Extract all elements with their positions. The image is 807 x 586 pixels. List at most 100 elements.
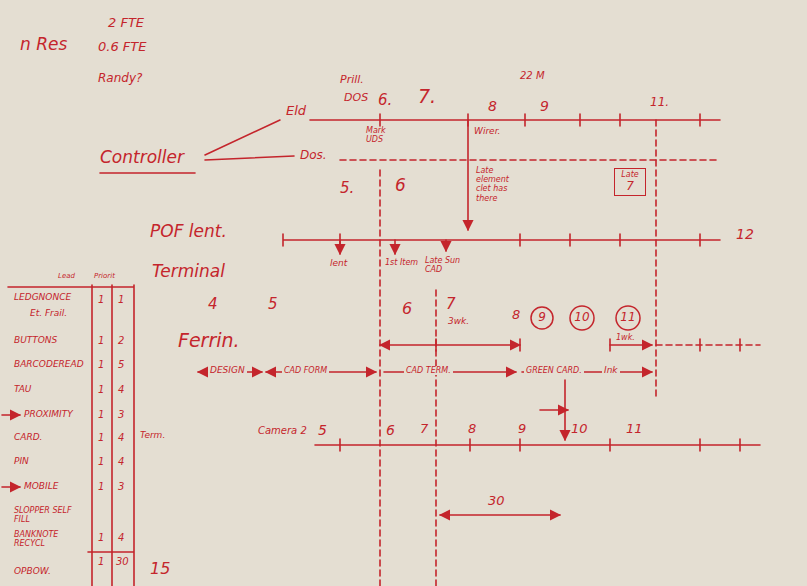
week-number: 7	[446, 296, 456, 313]
arrow	[394, 240, 396, 254]
timeline-mark: 22 M	[520, 70, 545, 82]
circled-number: 10	[569, 305, 595, 331]
timeline	[315, 439, 760, 451]
timeline	[283, 234, 720, 246]
feature-name: PROXIMITY	[24, 409, 73, 419]
underline	[100, 172, 195, 174]
week-number: 10	[571, 422, 588, 437]
node-text: 10	[574, 311, 589, 324]
arrow	[339, 240, 341, 254]
milestone-note: Late element clet has there	[476, 166, 524, 203]
table-cell: 1	[98, 556, 104, 568]
staffing-note: Randy?	[98, 72, 142, 86]
feature-name: Et. Frail.	[30, 308, 67, 318]
week-number: 5.	[340, 180, 354, 197]
circle-outline	[531, 307, 553, 329]
timeline	[656, 344, 760, 346]
section-heading: Camera 2	[258, 425, 307, 437]
section-heading: Ferrin.	[178, 330, 240, 352]
timeline-mark: 7.	[418, 86, 436, 108]
feature-name: TAU	[14, 384, 31, 394]
feature-name: LEDGNONCE	[14, 292, 71, 302]
table-cell: 1	[98, 384, 104, 396]
week-number: 6	[395, 176, 406, 196]
table-cell: 4	[118, 384, 124, 396]
column-header: Priorit	[94, 272, 115, 280]
section-heading: POF lent.	[150, 222, 227, 242]
branch-line	[205, 120, 294, 160]
feature-name: CARD.	[14, 432, 43, 442]
node-text: Late	[620, 171, 640, 180]
week-number: 6	[386, 422, 395, 438]
feature-name: BANKNOTE RECYCL	[14, 530, 88, 548]
week-number: 12	[736, 226, 754, 242]
milestone-note: Late Sun CAD	[425, 256, 469, 274]
table-cell: 4	[118, 432, 124, 444]
week-number: 6	[402, 300, 412, 318]
feature-name: BARCODEREAD	[14, 359, 84, 369]
total-number: 15	[150, 560, 170, 578]
timeline-mark: 6.	[378, 92, 392, 109]
dashed-marker	[380, 170, 436, 586]
column-header: Lead	[58, 272, 75, 280]
timeline-mark: 8	[488, 98, 497, 114]
table-cell: 1	[98, 481, 104, 493]
timeline-mark: DOS	[344, 92, 368, 105]
duration-arrow	[440, 514, 560, 516]
node-text: 11	[620, 311, 635, 324]
table-cell: 4	[118, 532, 124, 544]
week-number: 5	[318, 422, 327, 438]
table-cell: 1	[98, 456, 104, 468]
feature-name: MOBILE	[24, 481, 58, 491]
circle-outline	[616, 306, 640, 330]
timeline	[310, 114, 720, 126]
phase-label: CAD FORM	[282, 366, 329, 375]
arrow	[467, 120, 469, 230]
phase-label: GREEN CARD.	[524, 366, 584, 375]
circled-number: 11	[615, 305, 641, 331]
week-number: 9	[518, 422, 526, 437]
duration-label: 30	[486, 494, 507, 509]
arrow	[2, 486, 20, 488]
week-number: 7	[420, 422, 428, 437]
table-cell: 4	[118, 456, 124, 468]
table-cell: 3	[118, 409, 124, 421]
phase-label: CAD TERM.	[404, 366, 453, 375]
timeline-mark: Prill.	[340, 74, 364, 87]
timeline	[340, 159, 720, 161]
duration-label: 1wk.	[616, 333, 635, 342]
feature-name: BUTTONS	[14, 335, 57, 345]
week-number: 3wk.	[448, 316, 469, 326]
arrow	[445, 240, 447, 251]
table-cell: 1	[118, 294, 124, 306]
arrow	[2, 414, 20, 416]
phase-label: DESIGN	[208, 365, 247, 375]
dashed-marker	[655, 120, 657, 400]
milestone-note: Wirer.	[474, 126, 500, 136]
week-number: 11	[626, 422, 643, 437]
table-cell: 1	[98, 432, 104, 444]
staffing-note: 2 FTE	[108, 16, 144, 31]
feature-name: OPBOW.	[14, 566, 51, 576]
week-number: 8	[468, 422, 476, 437]
timeline	[610, 344, 652, 346]
table-cell: 1	[98, 409, 104, 421]
circled-number: 9	[530, 306, 554, 330]
branch-label: Dos.	[300, 149, 327, 163]
table-rule	[8, 285, 134, 586]
branch-label: Eld	[286, 104, 306, 119]
node-text: 7	[620, 180, 640, 193]
milestone-note: lent	[330, 258, 347, 268]
week-number: 4	[208, 296, 218, 313]
arrow	[540, 409, 568, 411]
table-cell: 1	[98, 335, 104, 347]
timeline-mark: 11.	[650, 96, 669, 110]
feature-name: PIN	[14, 456, 29, 466]
phase-label: Ink	[602, 365, 620, 375]
circle-outline	[570, 306, 594, 330]
milestone-note: Mark UDS	[366, 126, 398, 144]
table-cell: 30	[116, 556, 129, 568]
